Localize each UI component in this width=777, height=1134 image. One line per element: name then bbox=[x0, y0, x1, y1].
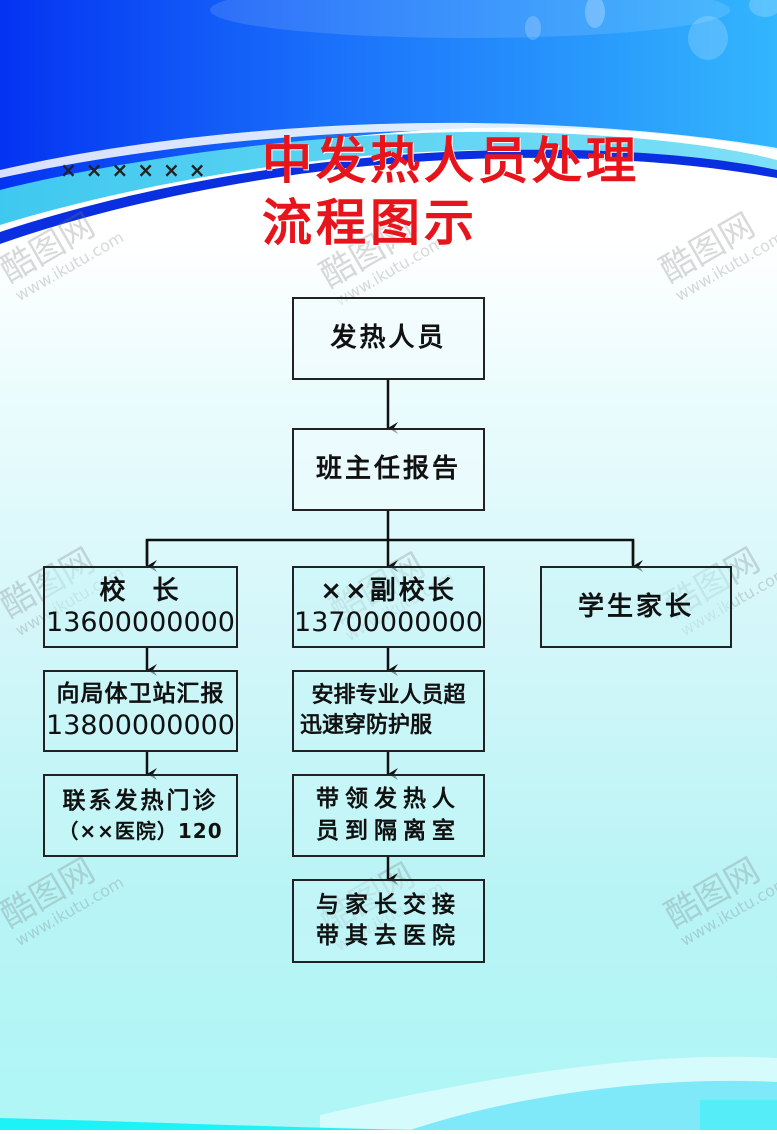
page-title-line1: 中发热人员处理 bbox=[262, 131, 640, 190]
node-label: 向局体卫站汇报 bbox=[56, 681, 225, 708]
node-title: ××副校长 bbox=[320, 575, 457, 606]
node-label: 安排专业人员超 bbox=[311, 683, 466, 709]
node-phone: 13800000000 bbox=[46, 710, 235, 742]
flow-node-teacher-report: 班主任报告 bbox=[292, 428, 485, 511]
flow-node-report-sports-health-station: 向局体卫站汇报 13800000000 bbox=[43, 670, 238, 752]
node-phone: 13600000000 bbox=[46, 607, 235, 639]
flow-node-vice-principal: ××副校长 13700000000 bbox=[292, 566, 485, 648]
node-label-2: 员到隔离室 bbox=[316, 817, 461, 844]
node-label-2: 带其去医院 bbox=[316, 923, 461, 949]
title-prefix: ×××××× bbox=[60, 158, 215, 182]
node-sub-label: （××医院）120 bbox=[58, 818, 223, 843]
node-phone: 13700000000 bbox=[294, 607, 483, 639]
node-label: 与家长交接 bbox=[316, 891, 461, 918]
flow-node-contact-fever-clinic: 联系发热门诊 （××医院）120 bbox=[43, 774, 238, 857]
flow-node-parents: 学生家长 bbox=[540, 566, 732, 648]
page-title-line2: 流程图示 bbox=[262, 193, 478, 252]
node-label: 联系发热门诊 bbox=[62, 788, 219, 815]
flow-node-fever-person: 发热人员 bbox=[292, 297, 485, 380]
header-background bbox=[0, 0, 777, 260]
footer-background bbox=[0, 1010, 777, 1130]
node-label: 班主任报告 bbox=[315, 454, 461, 485]
node-label-2: 迅速穿防护服 bbox=[300, 713, 433, 738]
node-title: 校 长 bbox=[99, 575, 182, 606]
node-label: 发热人员 bbox=[330, 323, 447, 354]
node-label: 学生家长 bbox=[577, 591, 694, 622]
flow-node-escort-to-isolation: 带领发热人 员到隔离室 bbox=[292, 774, 485, 857]
flow-node-principal: 校 长 13600000000 bbox=[43, 566, 238, 648]
flow-node-arrange-protective-gear: 安排专业人员超 迅速穿防护服 bbox=[292, 670, 485, 752]
flow-node-handover-to-parents: 与家长交接 带其去医院 bbox=[292, 879, 485, 963]
node-label: 带领发热人 bbox=[316, 786, 461, 813]
